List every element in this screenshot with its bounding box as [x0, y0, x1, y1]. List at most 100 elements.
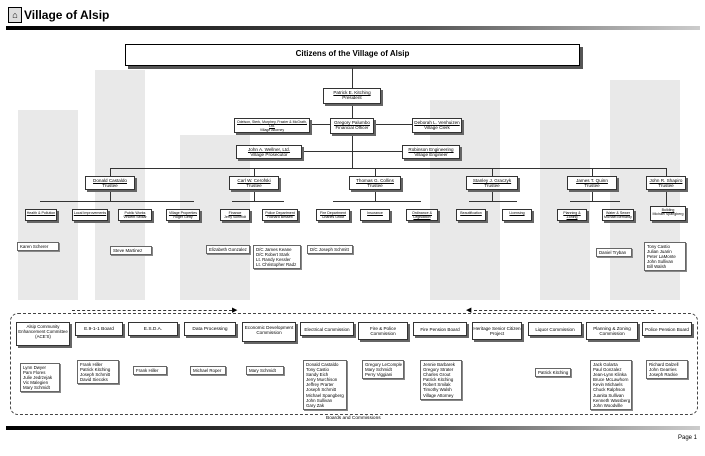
board-title: Data Processing — [192, 327, 228, 332]
connector-line — [375, 190, 376, 201]
board-members: Mary Schmidt — [246, 366, 284, 376]
staff-name: D/C Robert Stark — [256, 252, 290, 258]
department-box: Health & Pollution — [25, 209, 57, 221]
department-name: Local Improvements — [73, 211, 107, 215]
staff-name: Peter LaMonte — [647, 254, 676, 260]
board-box: Fire & Police Commission — [358, 322, 408, 340]
board-title: Police Pension Board — [645, 327, 689, 332]
member-name: Joseph Schmitt — [80, 372, 111, 378]
chart-title-box: Citizens of the Village of Alsip — [125, 44, 580, 66]
trustee-name: John R. Shapiro — [649, 178, 683, 183]
trustee-title: Trustee — [484, 183, 500, 189]
financial-officer-name: Gregory Palumbo — [333, 120, 370, 125]
member-name: Bruce McLawhorn — [593, 377, 629, 383]
staff-note: D/C Joseph Schmitt — [307, 245, 353, 255]
board-box: Fire Pension Board — [413, 322, 467, 336]
staff-note: D/C James Keane D/C Robert Stark Lt. Ran… — [253, 245, 301, 270]
member-name: Donald Castaldo — [306, 362, 339, 367]
member-name: Lynn Dwyer — [23, 365, 47, 370]
member-name: Patrick Kitching — [538, 370, 569, 375]
trustee-name: Carl W. Cerofski — [237, 178, 271, 183]
village-prosecutor-title: Village Prosecutor — [250, 152, 288, 158]
village-clerk-name: Deborah L. Venhuizen — [414, 120, 460, 125]
staff-name: Daniel Tryban — [599, 250, 627, 255]
connector-line — [592, 190, 593, 201]
connector-line — [72, 310, 232, 312]
arrow-left-icon: ◀ — [466, 307, 472, 314]
department-box: Ordinance & Legislation — [406, 209, 438, 221]
board-members: Jennie Barbarek Gregory Strater Charles … — [420, 360, 462, 400]
department-head: Roger Getty — [173, 215, 193, 220]
department-name: Insurance — [367, 211, 383, 215]
staff-name: D/C Joseph Schmitt — [310, 247, 349, 252]
board-members: Patrick Kitching — [535, 368, 571, 378]
village-attorney-title: Village Attorney — [259, 128, 285, 132]
village-engineer-name: Robinson Engineering — [408, 147, 454, 152]
board-members: Lynn Dwyer Pam Flores Julie Jedrzejak Vi… — [20, 363, 60, 393]
staff-name: Lt. Randy Kessler — [256, 257, 291, 263]
board-title: E.S.D.A. — [143, 327, 163, 332]
connector-line — [592, 168, 593, 176]
board-members: Donald Castaldo Tony Castio Sandy Eich J… — [303, 360, 347, 410]
staff-note: Daniel Tryban — [596, 248, 632, 258]
village-clerk-box: Deborah L. Venhuizen Village Clerk — [412, 118, 462, 133]
member-name: Jean-Lynn Klinka — [593, 372, 627, 378]
board-box: E.9-1-1 Board — [75, 322, 123, 336]
member-name: Mary Schmidt — [365, 367, 392, 373]
department-name: Licensing — [509, 211, 525, 215]
member-name: Vic Malegien — [23, 380, 49, 386]
trustee-name: Thomas G. Collins — [356, 178, 394, 183]
member-name: Village Attorney — [423, 392, 454, 398]
page-number: Page 1 — [678, 435, 698, 441]
member-name: David Siecoks — [80, 377, 108, 383]
boards-container — [10, 313, 698, 415]
board-title: Economic Development Commission — [244, 325, 294, 336]
department-name: Building — [661, 208, 675, 212]
member-name: Sandy Eich — [306, 372, 329, 378]
department-name: Planning & Zoning — [563, 211, 581, 220]
staff-note: Elizabeth Gonzalez — [206, 245, 250, 255]
member-name: Frank Hiller — [136, 368, 159, 373]
board-members: Frank Hiller — [133, 366, 167, 376]
member-name: Michael Roper — [193, 368, 222, 373]
connector-line — [333, 201, 421, 202]
staff-name: Steve Martinez — [113, 248, 143, 253]
board-members: Michael Roper — [190, 366, 226, 376]
staff-name: Elizabeth Gonzalez — [209, 247, 247, 252]
member-name: Chuck Ralphson — [593, 387, 626, 393]
member-name: Richard Dalzell — [649, 362, 679, 367]
village-prosecutor-name: John A. Wellner, Ltd. — [247, 147, 291, 152]
connector-line — [492, 168, 493, 176]
village-attorney-name: Odelson, Sterk, Murphey, Frazier & McGra… — [237, 120, 307, 128]
member-name: Jerry Murchison — [306, 377, 338, 383]
department-head: Michael Bernardy — [604, 215, 632, 220]
trustee-name: James T. Quinn — [576, 178, 608, 183]
page-title: Village of Alsip — [24, 8, 110, 22]
member-name: Timothy Walsh — [423, 387, 452, 393]
board-box: Heritage Senior Citizen Project — [472, 322, 522, 340]
connector-line — [254, 168, 255, 176]
board-title: Alsip Community Enhancement Committee (A… — [18, 324, 68, 339]
header-rule — [6, 26, 700, 30]
board-members: Frank Hiller Patrick Kitching Joseph Sch… — [77, 360, 119, 385]
board-box: Economic Development Commission — [242, 322, 296, 342]
board-members: Jack Golarta Paul Gonzalez Jean-Lynn Kli… — [590, 360, 632, 410]
member-name: Joseph Rackie — [649, 372, 678, 378]
trustee-title: Trustee — [584, 183, 600, 189]
arrow-right-icon: ▶ — [232, 307, 238, 314]
staff-note: Steve Martinez — [110, 246, 152, 256]
president-box: Patrick E. Kitching President — [323, 88, 381, 104]
department-box: Beautification — [456, 209, 486, 221]
staff-name: Karen Scherer — [20, 244, 49, 249]
member-name: Pam Flores — [23, 370, 46, 376]
connector-line — [40, 201, 194, 202]
skyline-building — [430, 100, 500, 300]
member-name: Patrick Kitching — [80, 367, 111, 373]
department-box: Local Improvements — [72, 209, 108, 221]
